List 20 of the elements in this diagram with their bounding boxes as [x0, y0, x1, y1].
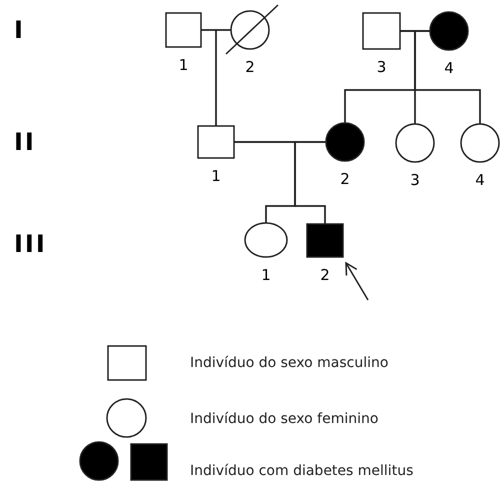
individual-number: 1 [261, 266, 271, 284]
individual-number: 3 [410, 171, 420, 189]
pedigree-line [215, 29, 231, 126]
individual-number: 4 [444, 59, 454, 77]
individual-number: 2 [320, 266, 330, 284]
individual-number: 1 [178, 56, 188, 74]
individual-number: 1 [211, 167, 221, 185]
individual-number: 3 [376, 58, 386, 76]
proband-arrow [345, 262, 369, 300]
pedigree-line [294, 141, 326, 224]
individual-number: 2 [245, 58, 255, 76]
generation-numeral: I [14, 16, 25, 44]
individual-number: 2 [340, 170, 350, 188]
generation-numeral: III [14, 230, 47, 258]
generation-numeral: II [14, 128, 36, 156]
legend-text: Indivíduo do sexo feminino [190, 410, 378, 428]
legend-text: Indivíduo com diabetes mellitus [190, 462, 414, 480]
pedigree-line [414, 30, 481, 124]
individual-number: 4 [475, 171, 485, 189]
legend-text: Indivíduo do sexo masculino [190, 354, 388, 372]
